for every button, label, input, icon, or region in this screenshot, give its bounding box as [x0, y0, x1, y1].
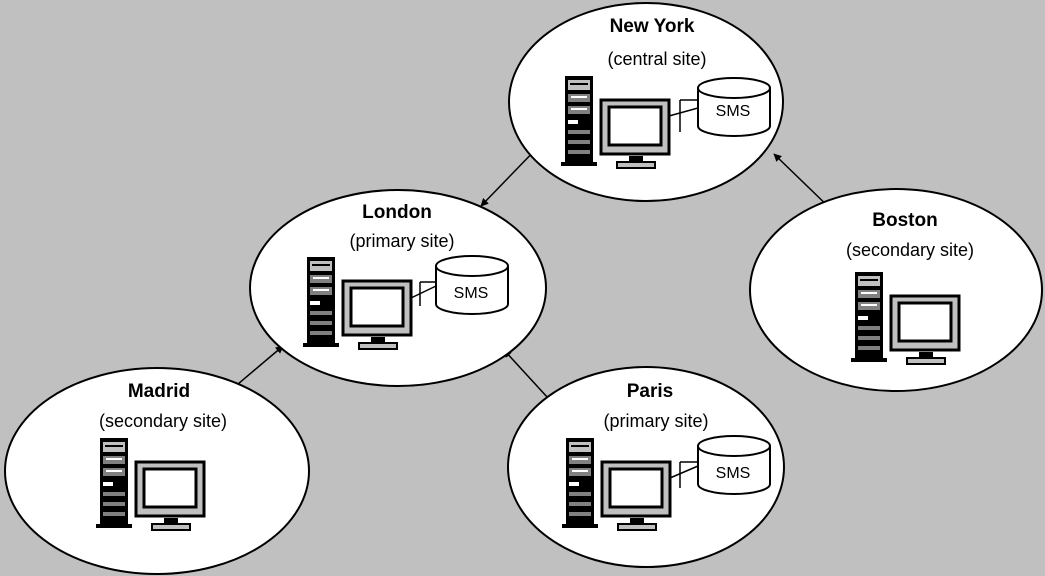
site-paris: Paris (primary site) SMS	[507, 366, 785, 568]
site-boston-role: (secondary site)	[846, 240, 974, 260]
site-madrid-role: (secondary site)	[99, 411, 227, 431]
site-madrid: Madrid (secondary site)	[4, 367, 310, 575]
site-boston: Boston (secondary site)	[749, 188, 1043, 392]
newyork-sms-label: SMS	[716, 103, 751, 120]
site-paris-name: Paris	[627, 381, 673, 402]
site-london: London (primary site) SMS	[249, 189, 547, 387]
london-sms-label: SMS	[454, 285, 489, 302]
site-newyork-name: New York	[610, 16, 695, 37]
site-london-role: (primary site)	[349, 231, 454, 251]
paris-sms-label: SMS	[716, 465, 751, 482]
site-boston-boundary	[749, 188, 1043, 392]
site-newyork-role: (central site)	[607, 49, 706, 69]
site-madrid-name: Madrid	[128, 381, 190, 402]
site-boston-name: Boston	[872, 210, 937, 231]
site-newyork: New York (central site) SMS	[508, 2, 784, 202]
site-paris-role: (primary site)	[603, 411, 708, 431]
site-london-name: London	[362, 202, 432, 223]
